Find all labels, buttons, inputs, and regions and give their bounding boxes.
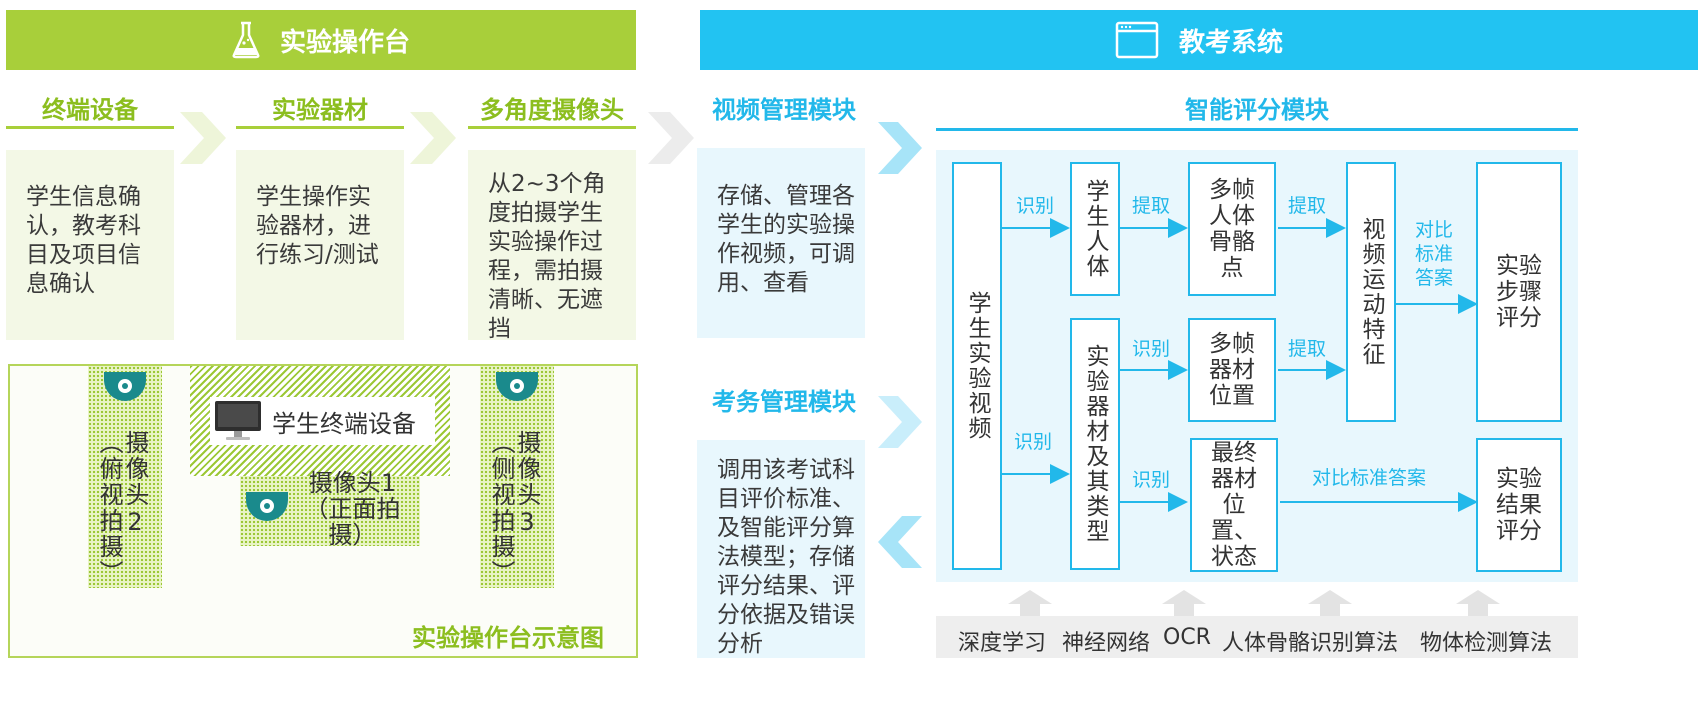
node-motion-features: 视频运动特征 (1346, 162, 1396, 422)
algorithm-neural-network: 神经网络 (1062, 631, 1151, 656)
lab-bench-header: 实验操作台 (6, 10, 636, 70)
video-module-title: 视频管理模块 (712, 96, 856, 124)
edge-label-extract: 提取 (1132, 195, 1171, 217)
step-title-terminal: 终端设备 (42, 96, 138, 124)
step-text-equipment: 学生操作实验器材，进行练习/测试 (236, 150, 404, 340)
divider (6, 126, 174, 129)
camera-icon (496, 372, 538, 401)
edge-label-compare: 对比标准答案 (1414, 219, 1453, 289)
step-title-camera: 多角度摄像头 (480, 96, 624, 124)
node-equipment-position: 多帧器材位置 (1188, 318, 1276, 422)
edge-label-identify: 识别 (1016, 195, 1055, 217)
lab-bench-caption: 实验操作台示意图 (412, 624, 604, 652)
camera-icon (104, 372, 146, 401)
node-student-video: 学生实验视频 (952, 162, 1002, 570)
divider (468, 126, 636, 129)
camera-1-label: 摄像头1（正面拍摄） (304, 469, 401, 549)
monitor-icon (214, 400, 262, 442)
chevron-right-icon (180, 112, 226, 164)
up-arrow-icon (1456, 590, 1500, 624)
edge-label-compare: 对比标准答案 (1312, 467, 1427, 489)
up-arrow-icon (1308, 590, 1352, 624)
node-student-body: 学生人体 (1070, 162, 1120, 296)
window-icon (1115, 21, 1159, 59)
up-arrow-icon (1008, 590, 1052, 624)
exam-module-title: 考务管理模块 (712, 388, 856, 416)
flask-icon (232, 21, 260, 59)
exam-module-text: 调用该考试科目评价标准、及智能评分算法模型；存储评分结果、评分依据及错误分析 (697, 440, 865, 658)
up-arrow-icon (1162, 590, 1206, 624)
terminal-label: 学生终端设备 (272, 409, 416, 438)
algorithms-bar (936, 616, 1578, 658)
algorithm-ocr: OCR (1163, 625, 1211, 650)
chevron-right-icon (410, 112, 456, 164)
edge-label-identify: 识别 (1132, 469, 1171, 491)
node-equipment-type: 实验器材及其类型 (1070, 318, 1120, 570)
algorithm-skeleton-recognition: 人体骨骼识别算法 (1222, 631, 1399, 656)
node-result-score: 实验结果评分 (1476, 438, 1562, 572)
flow-arrows (1002, 218, 1478, 512)
node-skeleton-points: 多帧人体骨骼点 (1188, 162, 1276, 296)
step-text-terminal: 学生信息确认，教考科目及项目信息确认 (6, 150, 174, 340)
camera-3-area (480, 366, 554, 588)
chevron-left-icon (878, 516, 922, 568)
video-module-text: 存储、管理各学生的实验操作视频，可调用、查看 (697, 148, 865, 338)
camera-3-label: 摄像头3（侧视拍摄） (487, 430, 541, 586)
terminal-label-box: 学生终端设备 (210, 397, 435, 445)
lab-bench-title: 实验操作台 (279, 27, 410, 58)
exam-system-header: 教考系统 (700, 10, 1698, 70)
edge-label-identify: 识别 (1014, 431, 1053, 453)
scoring-module-title: 智能评分模块 (1185, 96, 1329, 124)
edge-label-extract: 提取 (1288, 195, 1327, 217)
divider (936, 128, 1578, 131)
chevron-right-icon (878, 396, 922, 448)
exam-system-title: 教考系统 (1178, 27, 1283, 58)
step-text-camera: 从2~3个角度拍摄学生实验操作过程，需拍摄清晰、无遮挡 (468, 150, 636, 342)
chevron-right-icon (878, 122, 922, 174)
edge-label-extract: 提取 (1288, 338, 1327, 360)
edge-label-identify: 识别 (1132, 338, 1171, 360)
algorithm-deep-learning: 深度学习 (958, 631, 1047, 656)
chevron-right-icon (648, 112, 694, 164)
camera-2-label: 摄像头2（俯视拍摄） (95, 430, 149, 586)
node-final-equipment-state: 最终器材位置、状态 (1190, 438, 1278, 572)
algorithm-object-detection: 物体检测算法 (1420, 631, 1553, 656)
node-step-score: 实验步骤评分 (1476, 162, 1562, 422)
divider (236, 126, 404, 129)
camera-icon (246, 492, 288, 521)
step-title-equipment: 实验器材 (272, 96, 368, 124)
camera-2-area (88, 366, 162, 588)
